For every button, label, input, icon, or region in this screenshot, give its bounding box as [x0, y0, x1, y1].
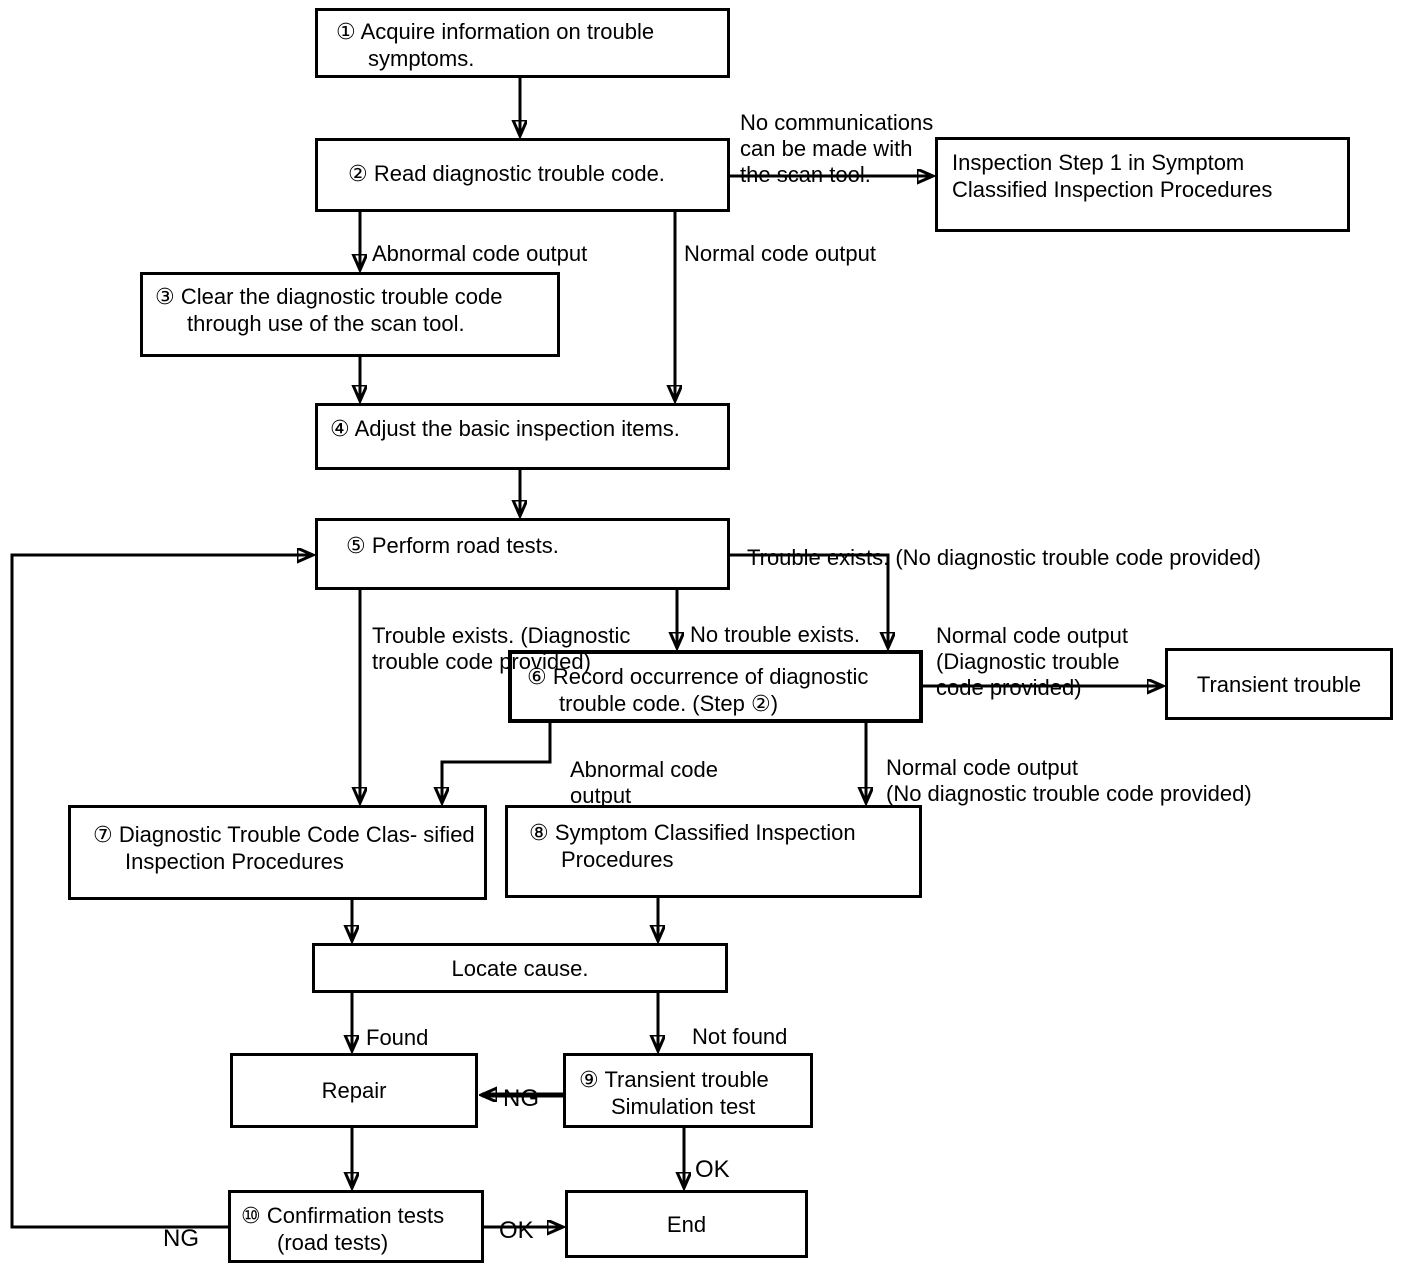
edge-label-no-communications: No communications can be made with the s…	[740, 84, 933, 188]
edge-label-abnormal-code-output: Abnormal code output	[372, 215, 587, 267]
node-end: End	[565, 1190, 808, 1258]
node-adjust-basic-inspection: ④ Adjust the basic inspection items.	[315, 403, 730, 470]
edge-label-ng-simulation: NG	[503, 1060, 539, 1112]
node-dtc-classified-procedures: ⑦ Diagnostic Trouble Code Clas- sified I…	[68, 805, 487, 900]
node-inspection-step1: Inspection Step 1 in Symptom Classified …	[935, 137, 1350, 232]
edge-label-abnormal-code-output-text: Abnormal code output	[372, 241, 588, 266]
edge-label-normal-code-no-code: Normal code output (No diagnostic troubl…	[886, 729, 1252, 807]
edge-record-to-dtc-procedures	[442, 723, 552, 802]
node-transient-simulation-test-label: ⑨ Transient trouble Simulation test	[579, 1067, 769, 1119]
edge-label-ok-simulation-text: OK	[695, 1156, 730, 1183]
edge-label-ok-confirmation: OK	[499, 1192, 534, 1244]
node-end-label: End	[666, 1211, 707, 1237]
edge-label-ok-simulation: OK	[695, 1131, 730, 1183]
node-read-diagnostic-trouble-code-label: ② Read diagnostic trouble code.	[348, 161, 665, 186]
node-locate-cause: Locate cause.	[312, 943, 728, 993]
node-transient-trouble: Transient trouble	[1165, 648, 1393, 720]
node-symptom-classified-procedures: ⑧ Symptom Classified Inspection Procedur…	[505, 805, 922, 898]
edge-confirmation-ng-loop-to-roadtests	[10, 555, 312, 1229]
node-transient-trouble-label: Transient trouble	[1196, 671, 1362, 697]
edge-label-ng-confirmation: NG	[163, 1200, 199, 1252]
edge-label-trouble-exists-code-text: Trouble exists. (Diagnostic trouble code…	[372, 623, 631, 674]
edge-label-found-text: Found	[366, 1025, 429, 1050]
edge-label-normal-code-output-text: Normal code output	[684, 241, 876, 266]
edge-label-normal-code-code-provided: Normal code output (Diagnostic trouble c…	[936, 597, 1128, 701]
node-transient-simulation-test: ⑨ Transient trouble Simulation test	[563, 1053, 813, 1128]
node-repair: Repair	[230, 1053, 478, 1128]
node-record-occurrence: ⑥ Record occurrence of diagnostic troubl…	[508, 650, 923, 723]
node-repair-label: Repair	[321, 1078, 387, 1103]
edge-roadtests-to-record-trouble-exists	[730, 553, 888, 647]
edge-label-no-communications-text: No communications can be made with the s…	[740, 110, 934, 187]
edge-label-abnormal-code-output-2-text: Abnormal code output	[570, 757, 718, 808]
node-confirmation-tests-label: ⑩ Confirmation tests (road tests)	[241, 1203, 445, 1255]
node-acquire-information: ① Acquire information on trouble symptom…	[315, 8, 730, 78]
edge-label-not-found-text: Not found	[692, 1024, 788, 1049]
edge-label-ok-confirmation-text: OK	[499, 1217, 534, 1244]
node-perform-road-tests-label: ⑤ Perform road tests.	[346, 533, 559, 558]
node-confirmation-tests: ⑩ Confirmation tests (road tests)	[228, 1190, 484, 1263]
node-dtc-classified-procedures-label: ⑦ Diagnostic Trouble Code Clas- sified I…	[93, 822, 475, 874]
node-acquire-information-label: ① Acquire information on trouble symptom…	[336, 19, 655, 71]
edge-label-ng-confirmation-text: NG	[163, 1225, 199, 1252]
node-clear-trouble-code: ③ Clear the diagnostic trouble code thro…	[140, 272, 560, 357]
node-clear-trouble-code-label: ③ Clear the diagnostic trouble code thro…	[155, 284, 503, 336]
edge-label-not-found: Not found	[692, 998, 787, 1050]
edge-label-trouble-exists-no-code: Trouble exists. (No diagnostic trouble c…	[747, 519, 1261, 571]
edge-label-trouble-exists-code: Trouble exists. (Diagnostic trouble code…	[372, 597, 630, 675]
edge-label-no-trouble-exists: No trouble exists.	[690, 596, 860, 648]
edge-label-normal-code-code-provided-text: Normal code output (Diagnostic trouble c…	[936, 623, 1128, 700]
node-locate-cause-label: Locate cause.	[451, 955, 589, 981]
node-perform-road-tests: ⑤ Perform road tests.	[315, 518, 730, 590]
edge-label-normal-code-no-code-text: Normal code output (No diagnostic troubl…	[886, 755, 1252, 806]
edge-label-trouble-exists-no-code-text: Trouble exists. (No diagnostic trouble c…	[747, 545, 1262, 570]
edge-label-found: Found	[366, 999, 428, 1051]
node-adjust-basic-inspection-label: ④ Adjust the basic inspection items.	[330, 416, 680, 441]
node-read-diagnostic-trouble-code: ② Read diagnostic trouble code.	[315, 138, 730, 212]
edge-label-normal-code-output: Normal code output	[684, 215, 876, 267]
node-record-occurrence-label: ⑥ Record occurrence of diagnostic troubl…	[527, 664, 869, 716]
node-inspection-step1-label: Inspection Step 1 in Symptom Classified …	[952, 150, 1273, 202]
edge-label-ng-simulation-text: NG	[503, 1085, 539, 1112]
edge-label-no-trouble-exists-text: No trouble exists.	[690, 622, 860, 647]
node-symptom-classified-procedures-label: ⑧ Symptom Classified Inspection Procedur…	[529, 820, 856, 872]
edge-label-abnormal-code-output-2: Abnormal code output	[570, 731, 718, 809]
